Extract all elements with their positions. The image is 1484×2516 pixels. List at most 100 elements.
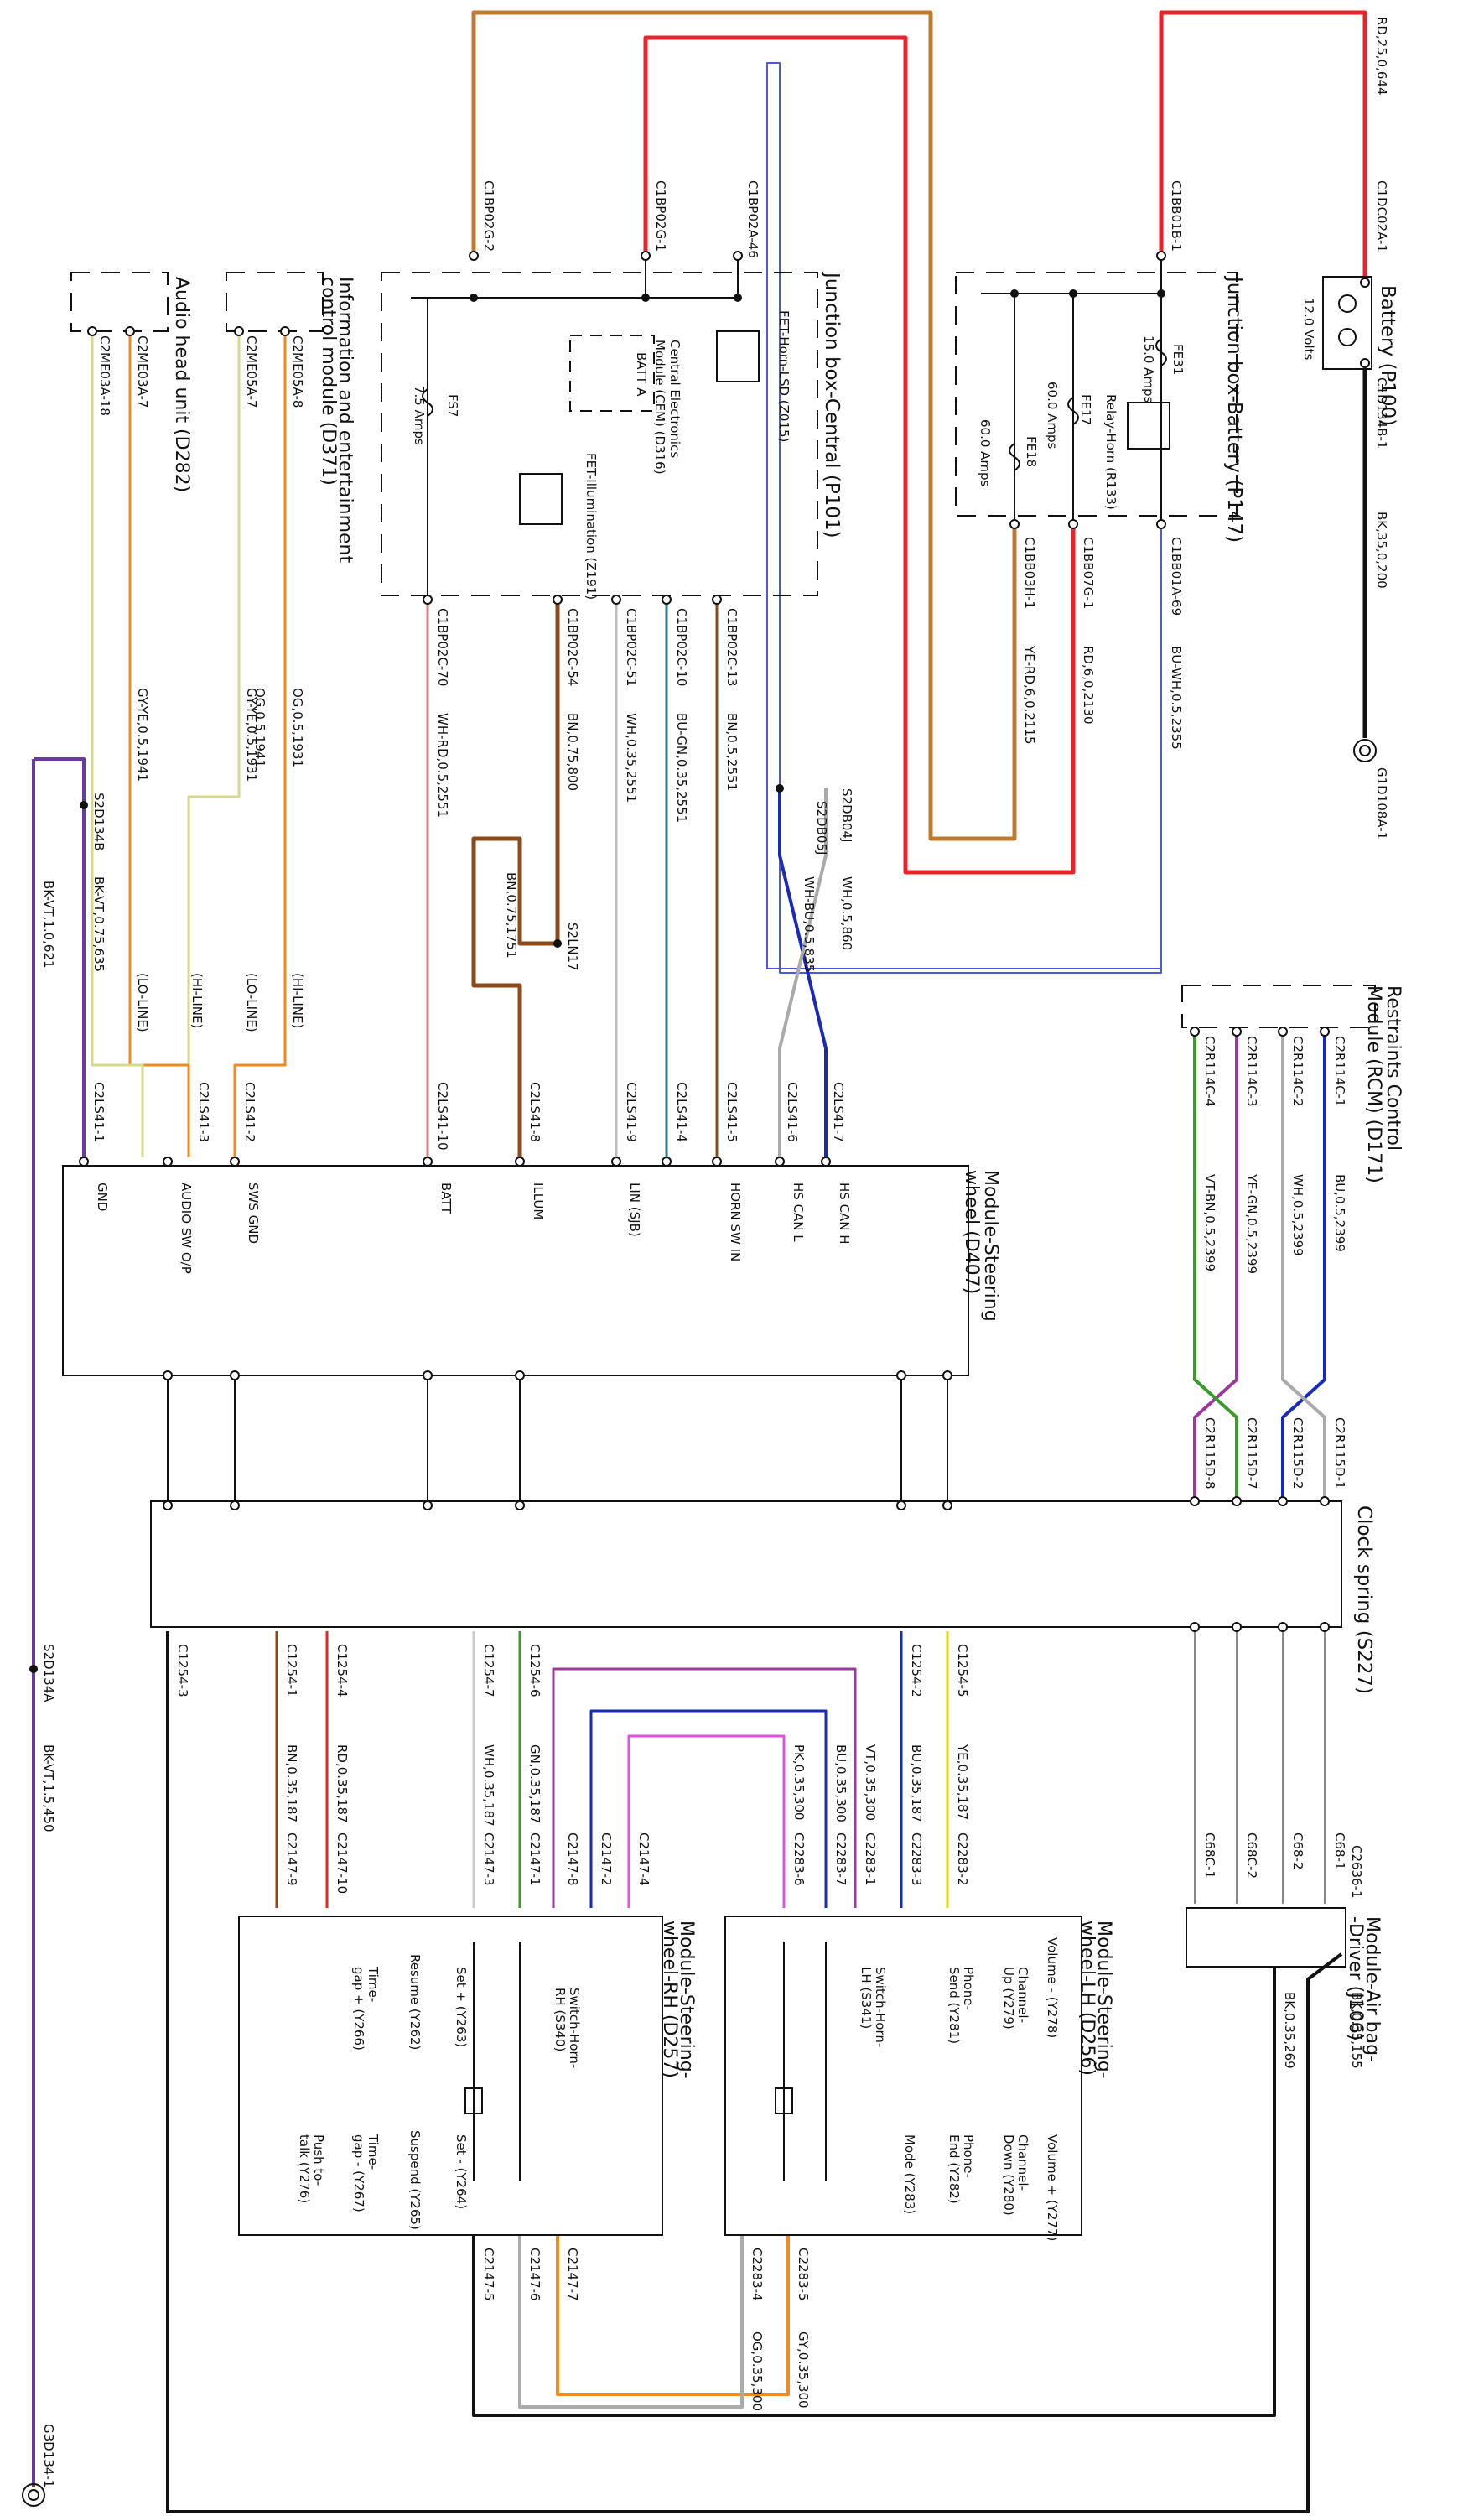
connector-c2283_2: C2283-2 bbox=[955, 1832, 970, 1886]
label-modules-jb_central-batt_a: BATT A bbox=[634, 352, 649, 397]
connector-c2me03a18: C2ME03A-18 bbox=[97, 335, 112, 416]
wire-label-bn_800: BN,0.75,800 bbox=[565, 713, 580, 791]
connector-c1bp02c51: C1BP02C-51 bbox=[624, 608, 639, 686]
box-iec-module bbox=[226, 272, 324, 332]
connector-c2me03a7: C2ME03A-7 bbox=[135, 335, 150, 408]
msw-title-2: wheel (D407) bbox=[961, 1170, 982, 1294]
pin-c2ls41-9 bbox=[821, 1157, 831, 1167]
connector-pin bbox=[163, 1500, 173, 1510]
fet-illumination-icon bbox=[519, 473, 563, 525]
airbag-title-1: Module-Air bag- bbox=[1362, 1916, 1383, 2062]
pin-clock-bottom-2 bbox=[1278, 1622, 1288, 1632]
connector-pin bbox=[230, 1500, 240, 1510]
label-modules-jb_central-fet_illum: FET-Illumination (Z191) bbox=[584, 453, 599, 600]
wire-gy-ye-1931 bbox=[187, 331, 241, 1065]
connector-c2147_6: C2147-6 bbox=[527, 2248, 542, 2301]
connector-c2r114c2: C2R114C-2 bbox=[1290, 1036, 1305, 1107]
label-switches_rh-horn_1: Switch-Horn- bbox=[567, 1988, 582, 2068]
connector-pin bbox=[234, 326, 244, 336]
connector-c2ls41_9: C2LS41-9 bbox=[624, 1082, 639, 1142]
connector-s2db04j: S2DB04J bbox=[839, 788, 854, 842]
label-switches_rh-gap_minus_2: gap - (Y267) bbox=[351, 2134, 366, 2212]
wire-label-bu_300: BU,0.35,300 bbox=[833, 1744, 848, 1822]
label-switches_lh-ph_end_1: Phone- bbox=[961, 2134, 976, 2178]
label-msw_pins-gnd: GND bbox=[95, 1183, 110, 1211]
pin-c1bp02g2 bbox=[469, 251, 479, 261]
battery-voltage: 12.0 Volts bbox=[1301, 298, 1316, 360]
connector-c2147_1: C2147-1 bbox=[527, 1832, 542, 1886]
wire-label-bk_vt_621: BK-VT,1.0,621 bbox=[41, 881, 56, 969]
label-switches_lh-ph_end_2: End (Y282) bbox=[947, 2134, 962, 2204]
connector-c2ls41_6: C2LS41-6 bbox=[785, 1082, 800, 1142]
wire-bu-300 bbox=[589, 1709, 828, 1908]
connector-c2147_9: C2147-9 bbox=[284, 1832, 299, 1886]
wire-label-gy_ye_1931: GY-YE,0.5,1931 bbox=[244, 688, 259, 782]
connector-c2ls41_1: C2LS41-1 bbox=[91, 1082, 106, 1142]
connector-g1d108a1: G1D108A-1 bbox=[1374, 767, 1389, 840]
wire-label-wh_187: WH,0.35,187 bbox=[481, 1744, 496, 1827]
pin-c2ls41-1 bbox=[163, 1157, 173, 1167]
pin-c2ls41-3 bbox=[423, 1157, 433, 1167]
pin-c2r114c-1 bbox=[1232, 1027, 1242, 1037]
splice-s2db04j bbox=[776, 784, 784, 793]
box-steering-wheel-lh bbox=[724, 1916, 1082, 2236]
connector-c2r115d8: C2R115D-8 bbox=[1202, 1417, 1217, 1489]
connector-c2ls41_5: C2LS41-5 bbox=[724, 1082, 739, 1142]
circuit-symbols bbox=[22, 251, 1377, 2507]
pin-c2r115d-1 bbox=[1232, 1496, 1242, 1506]
label-msw_pins-illum: ILLUM bbox=[531, 1183, 546, 1219]
ground-g3d134-1-icon bbox=[22, 2483, 45, 2507]
box-junction-battery bbox=[955, 272, 1238, 517]
pin-c2ls41-0 bbox=[79, 1157, 89, 1167]
pin-c2r115d-3 bbox=[1320, 1496, 1330, 1506]
label-msw_pins-batt: BATT bbox=[438, 1183, 454, 1214]
connector-c68_1: C68-1 bbox=[1332, 1832, 1347, 1870]
iec-title-1: Information and entertainment bbox=[335, 277, 355, 563]
wire-label-lo_line: (LO-LINE) bbox=[244, 973, 259, 1032]
connector-c2283_3: C2283-3 bbox=[909, 1832, 924, 1886]
wire-label-ye_rd_2115: YE-RD,6,0,2115 bbox=[1022, 645, 1037, 745]
wire-pk-300 bbox=[627, 1734, 786, 1908]
connector-c1254_6: C1254-6 bbox=[527, 1644, 542, 1697]
connector-c2ls41_8: C2LS41-8 bbox=[527, 1082, 542, 1142]
wire-label-og_1941: OG,0.5,1941 bbox=[252, 688, 267, 767]
ground-g1d108a1-icon bbox=[1353, 739, 1377, 762]
connector-c2636_1: C2636-1 bbox=[1349, 1845, 1364, 1899]
battery-plus-terminal bbox=[1338, 294, 1357, 313]
label-switches_lh-ch_dn_2: Down (Y280) bbox=[1001, 2134, 1016, 2216]
wire-label-wh_2551: WH,0.35,2551 bbox=[624, 713, 639, 803]
wire-label-vt_bn_2399: VT-BN,0.5,2399 bbox=[1202, 1174, 1217, 1271]
wire-bu-wh-2355 bbox=[766, 62, 1162, 974]
connector-c1bp02g1: C1BP02G-1 bbox=[653, 180, 668, 252]
connector-c68c2: C68C-2 bbox=[1244, 1832, 1259, 1879]
wire-label-pk_300: PK,0.35,300 bbox=[791, 1744, 807, 1820]
wire-label-gn_187: GN,0.35,187 bbox=[527, 1744, 542, 1823]
label-switches_rh-ptt_2: talk (Y276) bbox=[297, 2134, 312, 2203]
rh-resistor-icon bbox=[464, 2087, 483, 2114]
label-switches_lh-ch_up_2: Up (Y279) bbox=[1001, 1967, 1016, 2030]
module-boxes bbox=[62, 272, 1376, 2236]
splice-node bbox=[470, 294, 478, 302]
connector-c1254_3: C1254-3 bbox=[175, 1644, 190, 1697]
label-modules-jb_battery-relay: Relay-Horn (R133) bbox=[1103, 394, 1118, 510]
fuse-fs7-icon bbox=[422, 388, 433, 417]
wire-label-gy_ye_1941: GY-YE,0.5,1941 bbox=[135, 688, 150, 782]
connector-c1254_1: C1254-1 bbox=[284, 1644, 299, 1697]
pin-c1bp02c-0 bbox=[423, 595, 433, 605]
box-airbag-driver bbox=[1186, 1907, 1346, 1968]
connector-pin bbox=[423, 1500, 433, 1510]
pin-c1bb01b1 bbox=[1156, 251, 1166, 261]
wire-og-1931 bbox=[233, 331, 287, 1157]
pin-c2r115d-0 bbox=[1190, 1496, 1200, 1506]
wire-label-bn_2551: BN,0.5,2551 bbox=[724, 713, 739, 791]
wire-label-bu_187: BU,0.35,187 bbox=[909, 1744, 924, 1822]
pin-c1bb03h1 bbox=[1009, 519, 1020, 529]
connector-c2147_10: C2147-10 bbox=[335, 1832, 350, 1894]
pin-clock-bottom-3 bbox=[1320, 1622, 1330, 1632]
pin-c2r115d-2 bbox=[1278, 1496, 1288, 1506]
pin-c1bp02c-1 bbox=[553, 595, 563, 605]
pin-c2r114c-3 bbox=[1320, 1027, 1330, 1037]
label-switches_lh-ph_send_1: Phone- bbox=[961, 1967, 976, 2010]
connector-c1254_4: C1254-4 bbox=[335, 1644, 350, 1697]
